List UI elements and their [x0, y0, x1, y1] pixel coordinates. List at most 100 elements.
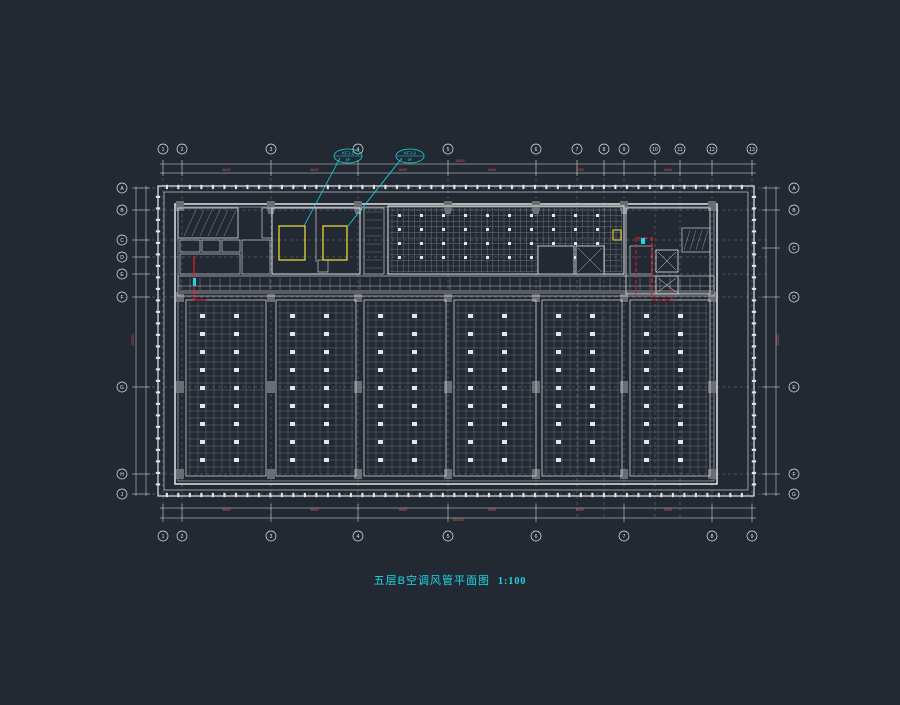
column: [620, 292, 628, 302]
axis-bubble: 7: [618, 530, 630, 542]
perimeter-post: [706, 492, 709, 498]
perimeter-post: [464, 492, 467, 498]
equipment-tag: KFJ-15F: [333, 148, 363, 164]
axis-bubble: 12: [706, 143, 718, 155]
air-diffuser: [234, 332, 239, 336]
perimeter-post: [751, 471, 757, 474]
axis-label: 13: [749, 147, 755, 153]
dim-text-bottom-seg: 8400: [488, 508, 496, 512]
axis-label: 7: [576, 147, 579, 153]
drawing-title-text: 五层B空调风管平面图: [373, 575, 490, 587]
perimeter-post: [476, 184, 479, 190]
column: [620, 381, 628, 393]
diffuser: [596, 214, 599, 217]
perimeter-post: [625, 492, 628, 498]
perimeter-post: [257, 184, 260, 190]
perimeter-post: [303, 184, 306, 190]
column: [708, 469, 716, 479]
perimeter-post: [315, 492, 318, 498]
perimeter-post: [155, 333, 161, 336]
axis-circle: [442, 530, 454, 542]
perimeter-post: [188, 184, 191, 190]
air-diffuser: [290, 404, 295, 408]
axis-bubble: 1: [157, 143, 169, 155]
air-diffuser: [378, 440, 383, 444]
axis-bubble: D: [116, 251, 128, 263]
perimeter-post: [556, 492, 559, 498]
axis-circle: [265, 530, 277, 542]
air-diffuser: [644, 368, 649, 372]
perimeter-post: [751, 264, 757, 267]
diffuser: [574, 214, 577, 217]
perimeter-post: [522, 184, 525, 190]
air-diffuser: [678, 458, 683, 462]
perimeter-post: [177, 492, 180, 498]
axis-label: 12: [709, 147, 715, 153]
diffuser: [530, 214, 533, 217]
elevator-x: [657, 251, 677, 271]
air-diffuser: [324, 368, 329, 372]
air-diffuser: [678, 422, 683, 426]
perimeter-post: [751, 207, 757, 210]
perimeter-post: [234, 184, 237, 190]
perimeter-post: [683, 184, 686, 190]
axis-bubble: F: [116, 291, 128, 303]
axis-label: 2: [181, 534, 184, 540]
room-washroom: [179, 253, 241, 275]
perimeter-post: [292, 492, 295, 498]
perimeter-post: [384, 184, 387, 190]
perimeter-post: [200, 184, 203, 190]
perimeter-post: [315, 184, 318, 190]
axis-circle: [352, 143, 364, 155]
air-diffuser: [678, 332, 683, 336]
dim-text-bottom-seg: 8400: [664, 508, 672, 512]
air-diffuser: [468, 440, 473, 444]
perimeter-post: [751, 356, 757, 359]
diffuser: [508, 228, 511, 231]
perimeter-post: [155, 195, 161, 198]
diffuser: [486, 242, 489, 245]
air-diffuser: [290, 368, 295, 372]
axis-circle: [746, 143, 758, 155]
perimeter-post: [751, 448, 757, 451]
perimeter-post: [545, 492, 548, 498]
elevator-shaft: [655, 249, 679, 273]
air-diffuser: [556, 350, 561, 354]
perimeter-post: [407, 184, 410, 190]
axis-label: 7: [623, 534, 626, 540]
air-diffuser: [468, 332, 473, 336]
air-diffuser: [324, 422, 329, 426]
drawing-scale: 1:100: [498, 576, 527, 587]
perimeter-post: [372, 492, 375, 498]
axis-bubble: B: [788, 204, 800, 216]
air-diffuser: [324, 314, 329, 318]
air-diffuser: [556, 332, 561, 336]
axis-label: A: [792, 186, 796, 192]
perimeter-post: [591, 184, 594, 190]
axis-circle: [788, 204, 800, 216]
diffuser: [420, 256, 423, 259]
perimeter-post: [751, 379, 757, 382]
perimeter-post: [751, 437, 757, 440]
perimeter-post: [614, 184, 617, 190]
air-diffuser: [502, 440, 507, 444]
diffuser: [442, 214, 445, 217]
room-shaft: [241, 239, 271, 275]
axis-bubble: G: [788, 488, 800, 500]
air-diffuser: [556, 314, 561, 318]
perimeter-post: [740, 184, 743, 190]
perimeter-post: [671, 184, 674, 190]
perimeter-post: [729, 184, 732, 190]
air-diffuser: [644, 314, 649, 318]
tag-ellipse: [333, 148, 363, 164]
dim-text-top-overall: 8400: [456, 158, 466, 163]
perimeter-post: [155, 448, 161, 451]
column: [267, 292, 275, 302]
axis-bubble: 7: [571, 143, 583, 155]
perimeter-post: [751, 287, 757, 290]
diffuser: [464, 242, 467, 245]
perimeter-post: [165, 492, 168, 498]
air-diffuser: [290, 440, 295, 444]
perimeter-post: [568, 184, 571, 190]
